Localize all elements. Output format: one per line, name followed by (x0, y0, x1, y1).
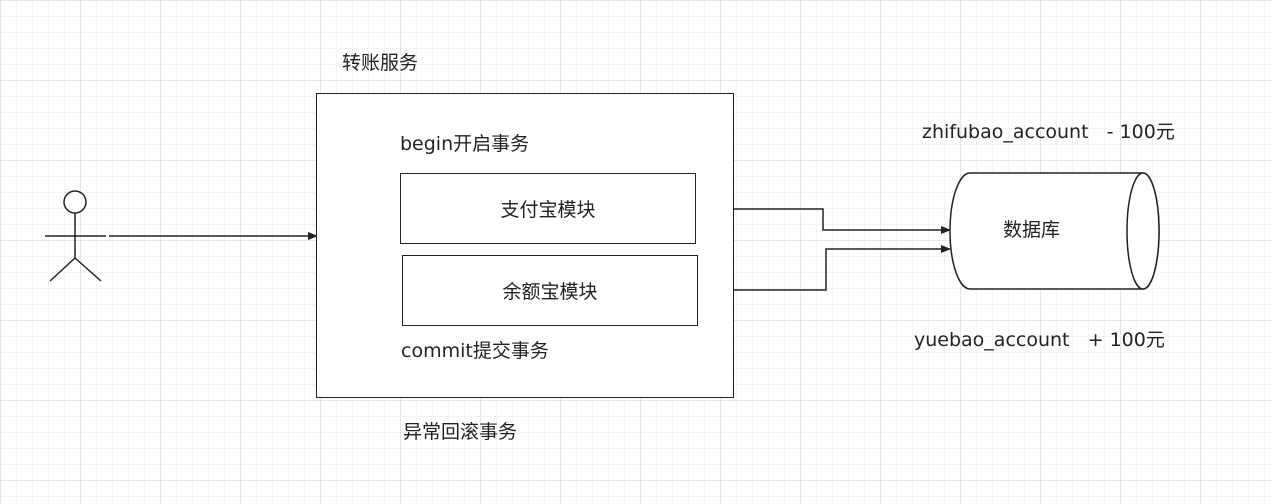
database-cylinder-icon (949, 172, 1160, 290)
zhifubao-account-label: zhifubao_account - 100元 (922, 121, 1175, 143)
database-label: 数据库 (1003, 219, 1061, 241)
yuebao-module-label: 余额宝模块 (502, 281, 598, 303)
transfer-service-box (316, 93, 734, 398)
rollback-transaction-label: 异常回滚事务 (403, 421, 518, 443)
yuebao-to-database-connector (697, 245, 951, 291)
yuebao-account-label: yuebao_account + 100元 (914, 329, 1165, 351)
begin-transaction-label: begin开启事务 (400, 133, 530, 155)
user-actor-icon (45, 190, 106, 282)
alipay-module-label: 支付宝模块 (500, 199, 596, 221)
service-title: 转账服务 (342, 52, 419, 74)
yuebao-module-box: 余额宝模块 (402, 255, 698, 326)
alipay-to-database-connector (695, 208, 951, 234)
commit-transaction-label: commit提交事务 (401, 340, 549, 362)
alipay-module-box: 支付宝模块 (400, 173, 696, 244)
